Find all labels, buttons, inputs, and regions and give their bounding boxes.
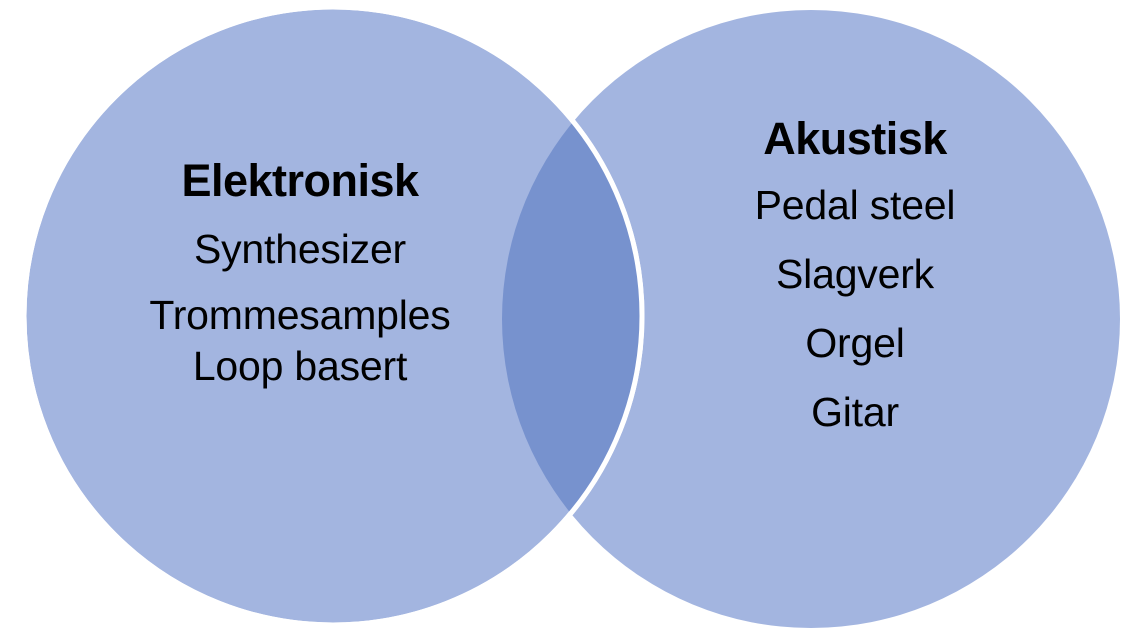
- right-set-label-group: Akustisk Pedal steel Slagverk Orgel Gita…: [655, 116, 1055, 433]
- left-set-circle-outline: [21, 4, 645, 628]
- right-set-title: Akustisk: [763, 113, 947, 164]
- right-set-item-0: Pedal steel: [754, 182, 956, 228]
- left-set-label-group: Elektronisk Synthesizer Trommesamples Lo…: [100, 158, 500, 412]
- right-set-item-1: Slagverk: [776, 251, 934, 297]
- left-set-item-1: Trommesamples: [149, 292, 451, 338]
- left-set-item-2: Loop basert: [192, 343, 408, 389]
- right-set-item-2: Orgel: [805, 320, 905, 366]
- left-set-title: Elektronisk: [181, 155, 419, 206]
- left-set-item-0: Synthesizer: [193, 226, 406, 272]
- right-set-item-3: Gitar: [811, 389, 899, 435]
- right-set-circle: [502, 10, 1120, 628]
